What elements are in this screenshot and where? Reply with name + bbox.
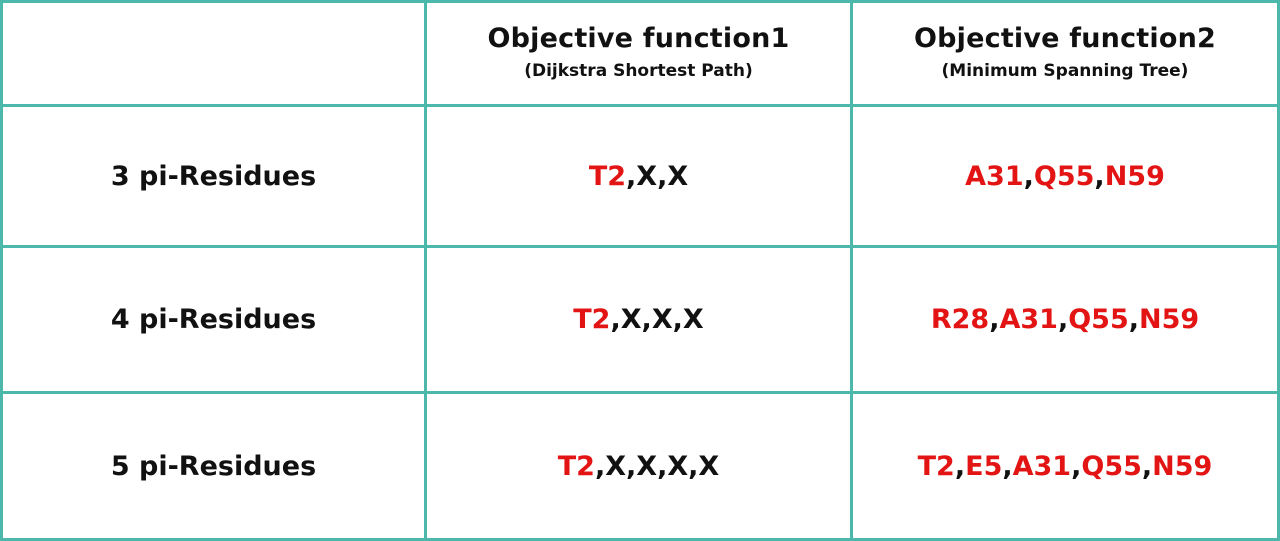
separator-token: , — [1128, 304, 1139, 335]
residue-token: N59 — [1104, 160, 1165, 192]
row-label: 4 pi-Residues — [110, 304, 317, 335]
residue-token: N59 — [1152, 450, 1213, 482]
residue-token: T2 — [557, 450, 595, 482]
separator-token: , — [1094, 160, 1105, 192]
residue-token: T2 — [573, 304, 611, 335]
residue-token: Q55 — [1033, 160, 1095, 192]
separator-token: ,X,X — [626, 160, 689, 192]
row-label: 5 pi-Residues — [110, 450, 317, 482]
objective-function2-subtitle: (Minimum Spanning Tree) — [941, 60, 1189, 81]
result-cell-function2: R28,A31,Q55,N59 — [853, 248, 1280, 394]
residue-sequence: T2,E5,A31,Q55,N59 — [918, 451, 1213, 482]
separator-token: , — [954, 450, 966, 482]
separator-token: , — [1071, 450, 1082, 482]
separator-token: ,X,X,X,X — [594, 450, 720, 482]
residue-token: Q55 — [1068, 304, 1129, 335]
residue-token: A31 — [999, 304, 1058, 335]
result-cell-function2: T2,E5,A31,Q55,N59 — [853, 394, 1280, 541]
residue-sequence: A31,Q55,N59 — [965, 161, 1165, 192]
residue-token: A31 — [965, 160, 1024, 192]
residue-token: T2 — [588, 160, 627, 192]
result-cell-function1: T2,X,X,X — [427, 248, 853, 394]
objective-function2-title: Objective function2 — [913, 23, 1217, 55]
objective-function1-title: Objective function1 — [487, 23, 790, 55]
residue-token: E5 — [965, 450, 1003, 482]
separator-token: , — [1002, 450, 1013, 482]
row-label-cell: 3 pi-Residues — [0, 107, 427, 248]
separator-token: , — [1023, 160, 1034, 192]
objective-function1-subtitle: (Dijkstra Shortest Path) — [524, 60, 753, 81]
residue-token: N59 — [1139, 304, 1200, 335]
residue-sequence: R28,A31,Q55,N59 — [931, 304, 1199, 335]
residue-token: R28 — [930, 304, 990, 335]
residue-sequence: T2,X,X — [589, 161, 688, 192]
residue-sequence: T2,X,X,X — [573, 304, 703, 335]
separator-token: , — [989, 304, 1000, 335]
header-objective-function1: Objective function1 (Dijkstra Shortest P… — [427, 0, 853, 107]
row-label-cell: 5 pi-Residues — [0, 394, 427, 541]
residue-token: A31 — [1012, 450, 1072, 482]
separator-token: , — [1057, 304, 1069, 335]
header-corner-cell — [0, 0, 427, 107]
result-cell-function1: T2,X,X — [427, 107, 853, 248]
row-label-cell: 4 pi-Residues — [0, 248, 427, 394]
header-objective-function2: Objective function2 (Minimum Spanning Tr… — [853, 0, 1280, 107]
residue-sequence: T2,X,X,X,X — [558, 451, 720, 482]
result-cell-function2: A31,Q55,N59 — [853, 107, 1280, 248]
separator-token: ,X,X,X — [610, 304, 704, 335]
separator-token: , — [1141, 450, 1153, 482]
residue-token: Q55 — [1081, 450, 1142, 482]
result-cell-function1: T2,X,X,X,X — [427, 394, 853, 541]
row-label: 3 pi-Residues — [110, 160, 317, 192]
residue-token: T2 — [917, 450, 955, 482]
